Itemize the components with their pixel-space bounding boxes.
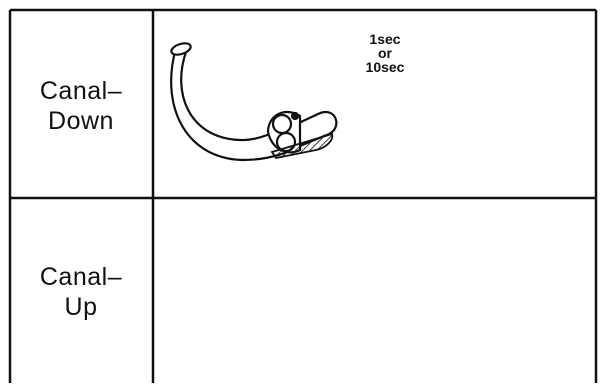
row-label-canal-up-line2: Up bbox=[12, 292, 150, 322]
timing-label: 1sec or 10sec bbox=[352, 32, 418, 74]
row-label-canal-down-line1: Canal– bbox=[12, 76, 150, 106]
canal-down-initial-crista-dot bbox=[292, 113, 298, 119]
timing-line3: 10sec bbox=[352, 60, 418, 74]
row-label-canal-down: Canal– Down bbox=[12, 76, 150, 136]
timing-line2: or bbox=[352, 46, 418, 60]
row-label-canal-down-line2: Down bbox=[12, 106, 150, 136]
timing-line1: 1sec bbox=[352, 32, 418, 46]
table-grid bbox=[10, 10, 596, 383]
row-label-canal-up: Canal– Up bbox=[12, 262, 150, 322]
canal-down-initial-opening bbox=[170, 41, 192, 57]
row-label-canal-up-line1: Canal– bbox=[12, 262, 150, 292]
canal-down-initial-cupula-a bbox=[273, 115, 291, 133]
